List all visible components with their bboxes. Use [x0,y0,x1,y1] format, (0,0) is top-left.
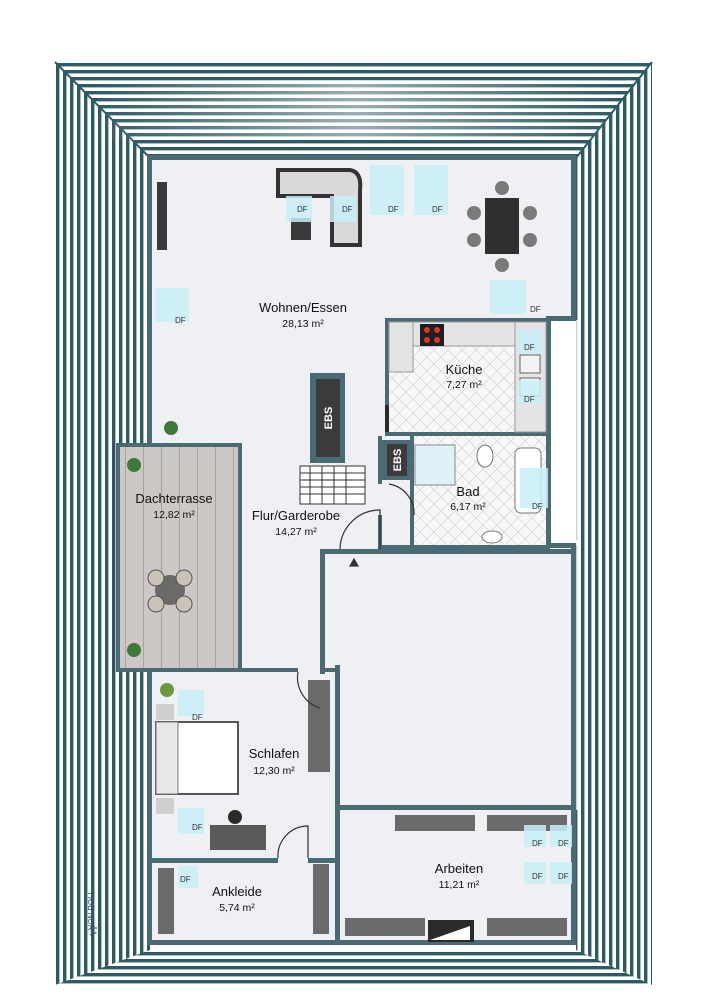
skylight-window [286,196,312,222]
logo-initials: VP [89,924,99,936]
skylight-label: DF [175,316,186,325]
skylight-label: DF [192,713,203,722]
skylight-window [178,808,204,834]
ebs-label-bad: EBS [392,449,404,472]
skylight-window [414,165,448,215]
room-name-kueche: Küche [446,362,483,377]
skylight-label: DF [524,343,535,352]
room-name-ankleide: Ankleide [212,884,262,899]
skylight-label: DF [432,205,443,214]
room-name-arbeiten: Arbeiten [435,861,483,876]
skylight-label: DF [558,872,569,881]
skylight-label: DF [530,305,541,314]
room-area-wohnen: 28,13 m² [282,318,324,330]
sofa-icon [276,168,363,247]
skylight-window [518,330,542,354]
terrace-table-icon [147,569,193,613]
skylight-window [178,866,198,888]
skylight-window [524,862,546,884]
skylight-label: DF [388,205,399,214]
room-area-schlafen: 12,30 m² [253,765,295,777]
skylights: DF DF DF DF DF DF DF DF DF DF DF DF DF DF DF DF [155,165,572,888]
room-name-bad: Bad [456,484,479,499]
room-area-dachterrasse: 12,82 m² [153,509,195,521]
room-name-schlafen: Schlafen [249,746,300,761]
room-name-dachterrasse: Dachterrasse [135,491,212,506]
skylight-label: DF [524,395,535,404]
doors [277,483,415,859]
staircase-icon [299,465,366,505]
room-area-flur: 14,27 m² [275,526,317,538]
skylight-label: DF [532,839,543,848]
skylight-label: DF [297,205,308,214]
skylight-label: DF [192,823,203,832]
room-area-kueche: 7,27 m² [446,379,482,391]
skylight-window [370,165,404,215]
furniture [155,168,567,936]
chimney-labels: EBS EBS [323,407,404,472]
skylight-label: DF [342,205,353,214]
dachterrasse-deck [116,421,242,697]
logo-text: VON POLL [87,889,96,930]
skylight-window [330,196,356,222]
skylight-window [550,862,572,884]
skylight-label: DF [532,502,543,511]
room-name-flur: Flur/Garderobe [252,508,340,523]
bed-icon [155,704,239,814]
skylight-window [178,690,204,716]
room-name-wohnen: Wohnen/Essen [259,300,347,315]
room-area-ankleide: 5,74 m² [219,902,255,914]
skylight-label: DF [180,875,191,884]
skylight-window [490,280,526,314]
skylight-window [518,380,542,404]
skylight-window [520,468,548,508]
skylight-window [155,288,189,322]
room-labels: Wohnen/Essen 28,13 m² Küche 7,27 m² Bad … [135,300,486,914]
tv-icon [157,182,167,250]
skylight-window [524,825,546,847]
skylight-label: DF [532,872,543,881]
von-poll-logo: VON POLL VP [87,889,99,936]
room-area-bad: 6,17 m² [450,501,486,513]
ebs-label-flur: EBS [323,407,335,430]
skylight-label: DF [558,839,569,848]
dining-table-icon [467,181,537,272]
desk-icon [210,810,266,850]
skylight-window [550,825,572,847]
room-area-arbeiten: 11,21 m² [439,879,480,891]
wardrobe-icon [158,680,567,936]
